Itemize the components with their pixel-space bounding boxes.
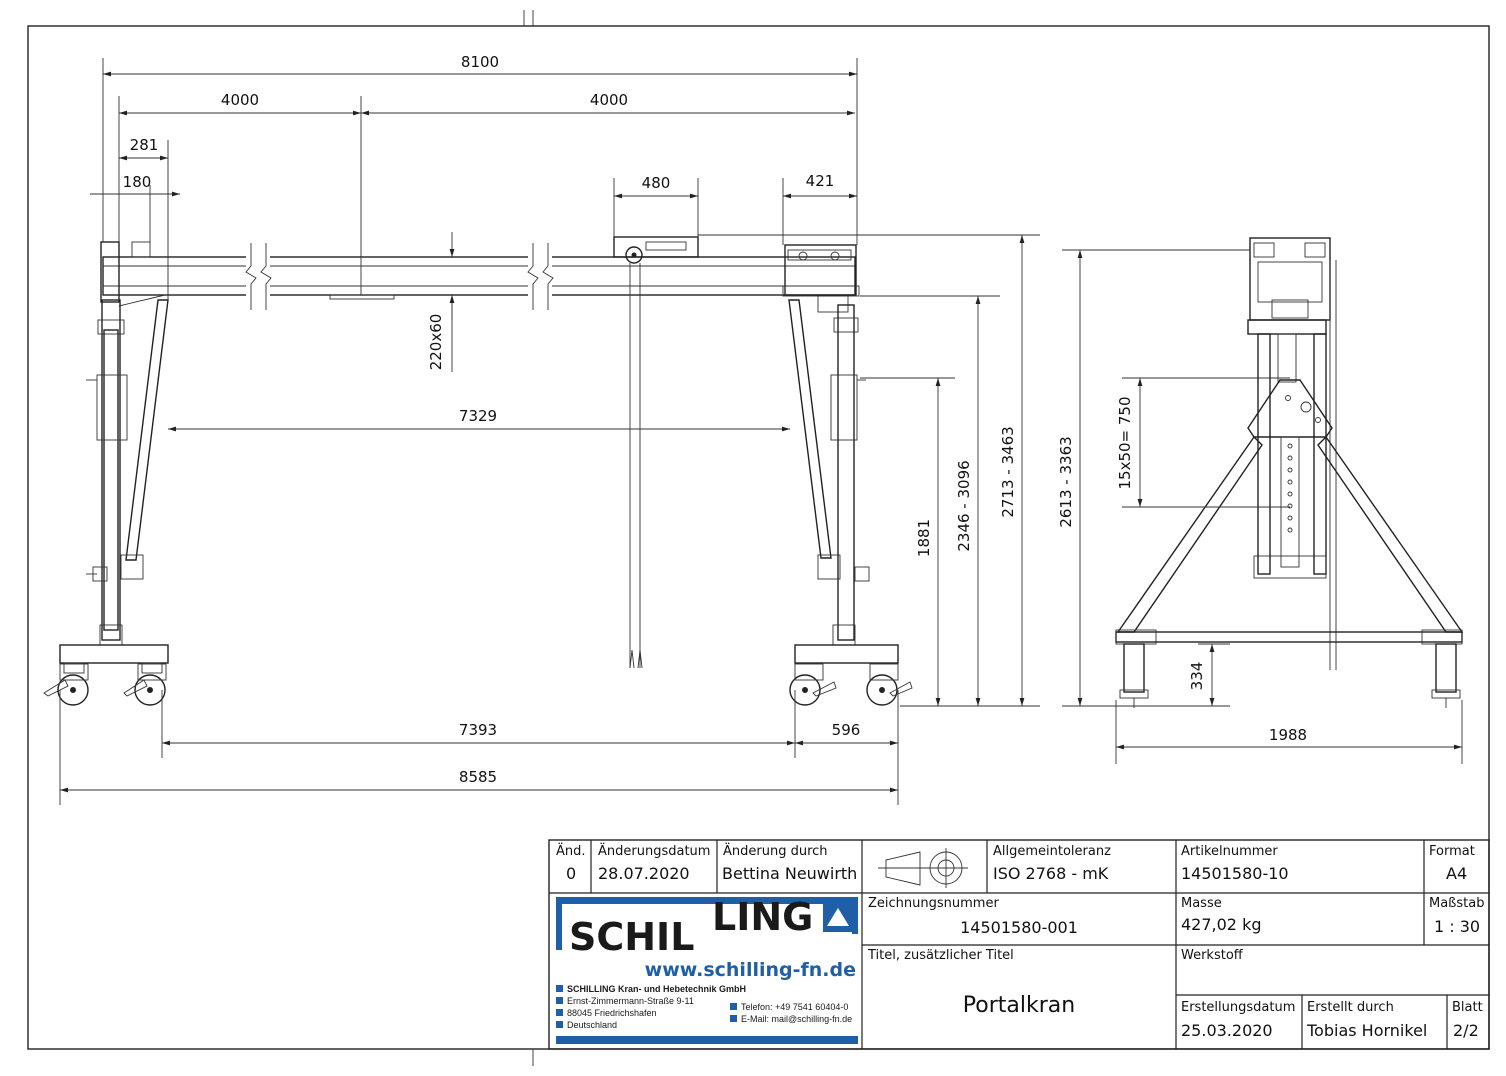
dim-inner-span: 7329 [459,407,497,425]
article-header: Artikelnummer [1181,844,1278,859]
sheet-header: Blatt [1452,1000,1483,1015]
tolerance-header: Allgemeintoleranz [993,844,1111,859]
change-date-value: 28.07.2020 [598,864,690,883]
logo-company: SCHILLING Kran- und Hebetechnik GmbH [567,984,746,994]
left-leg [86,299,169,646]
mass-header: Masse [1181,896,1222,911]
drawing-no-value: 14501580-001 [960,918,1078,937]
sheet-value: 2/2 [1453,1021,1479,1040]
change-date-header: Änderungsdatum [598,843,710,859]
dim-adjust-holes: 15x50= 750 [1116,396,1134,489]
right-leg [782,244,913,706]
logo-street: Ernst-Zimmermann-Straße 9-11 [567,996,694,1006]
logo-phone: Telefon: +49 7541 60404-0 [741,1002,848,1012]
trolley [613,236,699,669]
scale-header: Maßstab [1429,896,1484,911]
dim-hook-height: 1881 [915,519,933,557]
dim-end-width: 421 [806,172,835,190]
dim-base-width: 596 [832,721,861,739]
created-date-value: 25.03.2020 [1181,1021,1273,1040]
dim-half-left: 4000 [221,91,259,109]
scale-value: 1 : 30 [1434,917,1480,936]
logo-triangle-icon [823,902,853,932]
dim-overall-length: 8100 [461,53,499,71]
logo-website: www.schilling-fn.de [645,959,856,981]
logo-country: Deutschland [567,1020,617,1030]
revision-value: 0 [566,864,576,883]
logo-city: 88045 Friedrichshafen [567,1008,657,1018]
dim-180: 180 [123,173,152,191]
dim-beam-profile: 220x60 [427,314,445,371]
format-header: Format [1429,844,1475,859]
logo-brand-right: LING [712,895,813,939]
dim-trolley-width: 480 [642,174,671,192]
changed-by-header: Änderung durch [723,843,828,859]
dim-top-height: 2713 - 3463 [999,426,1017,517]
title-header: Titel, zusätzlicher Titel [867,948,1014,963]
dim-total-length: 8585 [459,768,497,786]
company-logo: SCHIL LING www.schilling-fn.de SCHILLING… [556,895,858,1044]
dim-281: 281 [130,136,159,154]
created-by-value: Tobias Hornikel [1306,1021,1427,1040]
dim-side-height: 2613 - 3363 [1057,436,1075,527]
title-block: Änd. 0 Änderungsdatum 28.07.2020 Änderun… [548,839,1490,1050]
dim-half-right: 4000 [590,91,628,109]
created-by-header: Erstellt durch [1307,1000,1394,1015]
left-base [43,644,169,706]
revision-header: Änd. [556,843,586,859]
dim-beam-height: 2346 - 3096 [955,460,973,551]
material-header: Werkstoff [1181,948,1244,963]
changed-by-value: Bettina Neuwirth [722,864,857,883]
format-value: A4 [1446,864,1467,883]
drawing-no-header: Zeichnungsnummer [868,896,999,911]
tolerance-value: ISO 2768 - mK [993,864,1109,883]
front-view: 8100 4000 4000 281 180 480 421 220x60 73… [43,53,1040,805]
logo-brand-left: SCHIL [569,915,694,959]
front-dimensions [59,58,1040,805]
dim-wheel-span: 7393 [459,721,497,739]
main-beam [102,240,856,312]
created-date-header: Erstellungsdatum [1181,1000,1295,1015]
side-view: 2613 - 3363 15x50= 750 334 1988 [1057,237,1464,764]
dim-side-width: 1988 [1269,726,1307,744]
dim-side-foot: 334 [1188,662,1206,691]
drawing-title: Portalkran [963,993,1075,1018]
mass-value: 427,02 kg [1181,915,1262,934]
projection-symbol-icon [878,848,968,888]
article-value: 14501580-10 [1181,864,1289,883]
logo-email: E-Mail: mail@schilling-fn.de [741,1014,852,1024]
